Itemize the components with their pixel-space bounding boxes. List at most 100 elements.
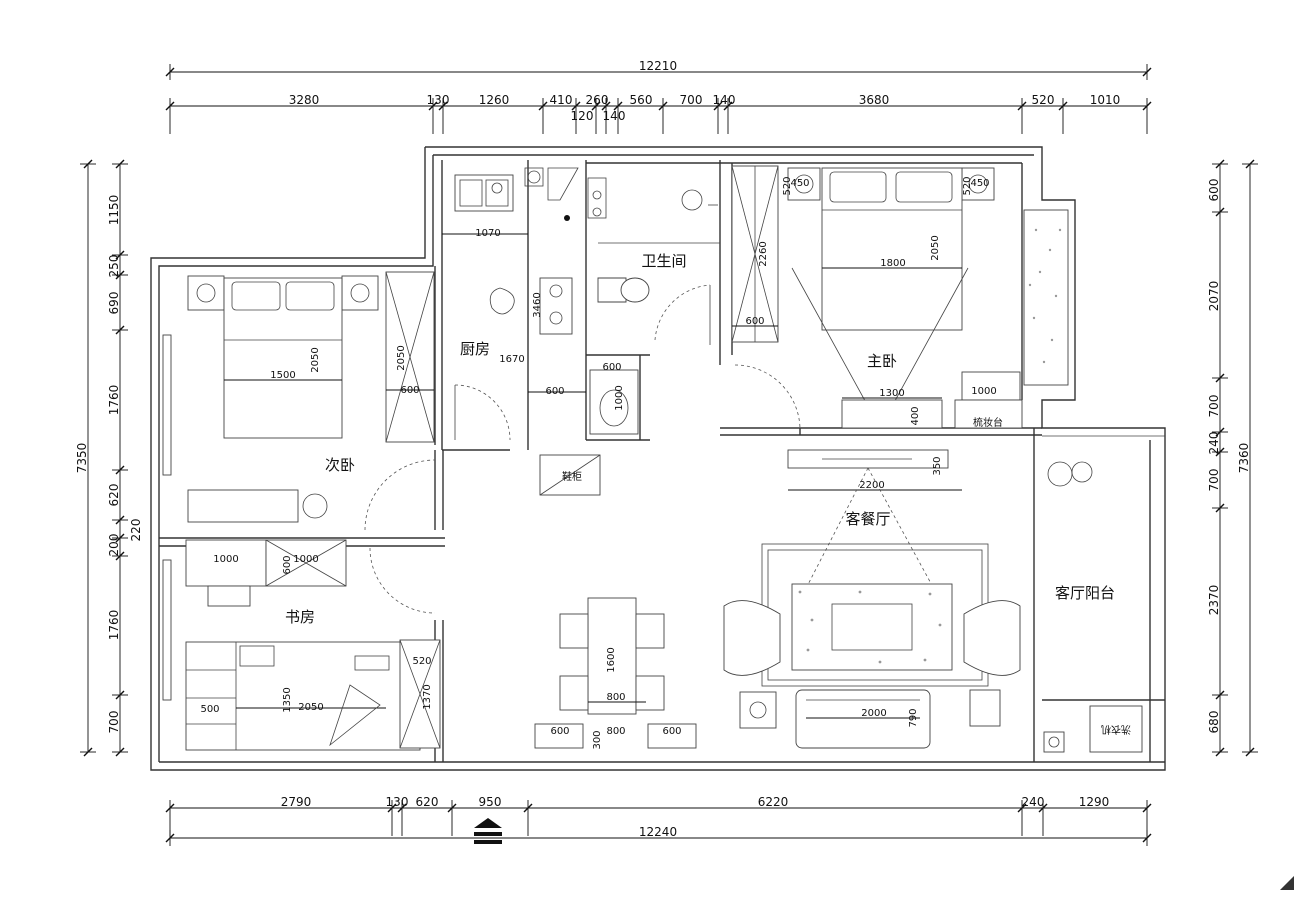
side-table <box>739 691 777 729</box>
label-shoe-cabinet: 鞋柜 <box>562 470 582 483</box>
dim-top-3: 410 <box>550 93 573 107</box>
nightstand-icon <box>341 275 379 311</box>
dim-second-2050a: 2050 <box>310 347 321 372</box>
dim-left-5: 220 <box>129 519 143 542</box>
dim-top-2: 1260 <box>479 93 510 107</box>
dim-master-1800: 1800 <box>880 258 905 269</box>
dim-study-1000a: 1000 <box>213 554 238 565</box>
room-label-study: 书房 <box>285 608 315 626</box>
dim-wardrobe-600: 600 <box>745 316 764 327</box>
dim-tv-2200: 2200 <box>859 480 884 491</box>
dim-master-1300: 1300 <box>879 388 904 399</box>
side-table <box>969 689 1001 727</box>
dim-top-9: 140 <box>713 93 736 107</box>
dim-right-5: 2370 <box>1207 585 1221 616</box>
nightstand-icon <box>787 167 821 201</box>
dim-right-4: 700 <box>1207 469 1221 492</box>
balcony: 洗衣机 <box>1042 435 1165 753</box>
washing-machine <box>1089 705 1143 753</box>
dim-study-500: 500 <box>200 704 219 715</box>
dim-top-6: 140 <box>603 109 626 123</box>
armchair-icon <box>723 600 781 676</box>
dim-top-0: 3280 <box>289 93 320 107</box>
dim-bottom-4: 6220 <box>758 795 789 809</box>
dim-top-8: 700 <box>680 93 703 107</box>
dim-left-7: 1760 <box>107 610 121 641</box>
dim-dining-800a: 800 <box>606 692 625 703</box>
dim-left-6: 200 <box>107 534 121 557</box>
nightstand-icon <box>187 275 225 311</box>
bay-window <box>1023 209 1069 386</box>
dim-master-520b: 520 <box>962 176 973 195</box>
dim-left-2: 690 <box>107 292 121 315</box>
dim-bottom-5: 240 <box>1022 795 1045 809</box>
dim-left-8: 700 <box>107 711 121 734</box>
dim-master-2050: 2050 <box>930 235 941 260</box>
dim-second-2050b: 2050 <box>396 345 407 370</box>
dim-right-1: 2070 <box>1207 281 1221 312</box>
chair-icon <box>635 613 665 649</box>
dimension-right-total: 7360 <box>1237 159 1258 757</box>
dim-bottom-0: 2790 <box>281 795 312 809</box>
dim-right-0: 600 <box>1207 179 1221 202</box>
dim-second-600: 600 <box>400 385 419 396</box>
dim-top-1: 130 <box>427 93 450 107</box>
dimension-bottom-total: 12240 <box>165 825 1152 846</box>
dim-master-400: 400 <box>910 406 921 425</box>
stove-icon <box>539 277 573 335</box>
dim-left-4: 620 <box>107 484 121 507</box>
master-wardrobe: 2260 600 <box>731 165 779 343</box>
vanity-table <box>954 399 1023 429</box>
dim-top-12: 1010 <box>1090 93 1121 107</box>
dim-study-2050: 2050 <box>298 702 323 713</box>
label-vanity: 梳妆台 <box>973 416 1003 429</box>
dim-bottom-2: 620 <box>416 795 439 809</box>
dim-dining-600a: 600 <box>550 726 569 737</box>
dim-top-7: 560 <box>630 93 653 107</box>
living-room: 2200 350 2000 790 <box>723 449 1093 749</box>
dining-area: 鞋柜 1600 800 600 800 600 300 <box>534 454 697 750</box>
dim-study-1370: 1370 <box>422 684 433 709</box>
dim-bottom-6: 1290 <box>1079 795 1110 809</box>
sofa <box>795 689 931 749</box>
dim-right-total-label: 7360 <box>1237 443 1251 474</box>
dim-sofa-790: 790 <box>908 708 919 727</box>
dimension-left-total: 7350 <box>75 159 96 757</box>
chair-icon <box>559 675 589 711</box>
dimension-right-segments: 600 2070 700 240 700 2370 680 <box>1207 159 1228 757</box>
north-arrow-icon <box>1280 876 1294 890</box>
plant-icon <box>1071 461 1093 483</box>
room-label-balcony: 客厅阳台 <box>1055 584 1115 602</box>
chair-icon <box>635 675 665 711</box>
dim-kitchen-3460: 3460 <box>532 292 543 317</box>
dim-left-1: 250 <box>107 255 121 278</box>
second-bedroom: 2050 1500 2050 600 <box>162 271 436 531</box>
dim-bottom-1: 130 <box>386 795 409 809</box>
dim-second-1500: 1500 <box>270 370 295 381</box>
dimension-top-segments: 3280 130 1260 410 260 120 140 560 700 14… <box>165 93 1152 134</box>
dim-top-5: 120 <box>571 109 594 123</box>
desk <box>187 489 299 523</box>
label-washer: 洗衣机 <box>1101 723 1131 736</box>
dim-top-4: 260 <box>586 93 609 107</box>
dim-bottom-3: 950 <box>479 795 502 809</box>
dim-top-total-label: 12210 <box>639 59 677 73</box>
dim-dining-1600: 1600 <box>606 647 617 672</box>
master-bedroom: 450 450 520 520 2050 1800 1300 400 1000 … <box>734 167 1069 431</box>
double-bed <box>223 277 343 439</box>
toilet-icon <box>597 277 627 303</box>
dim-master-450a: 450 <box>790 178 809 189</box>
bed-with-steps <box>185 641 421 751</box>
room-label-second-bedroom: 次卧 <box>325 456 355 474</box>
dim-sofa-2000: 2000 <box>861 708 886 719</box>
dim-left-total-label: 7350 <box>75 443 89 474</box>
plant-icon <box>681 189 703 211</box>
dim-left-0: 1150 <box>107 195 121 226</box>
dim-top-11: 520 <box>1032 93 1055 107</box>
dim-study-520: 520 <box>412 656 431 667</box>
room-label-bathroom: 卫生间 <box>641 252 686 270</box>
dim-dining-300: 300 <box>592 730 603 749</box>
dim-right-3: 240 <box>1207 432 1221 455</box>
dimension-bottom-segments: 2790 130 620 950 6220 240 1290 <box>165 795 1152 836</box>
sink-icon <box>454 174 514 212</box>
